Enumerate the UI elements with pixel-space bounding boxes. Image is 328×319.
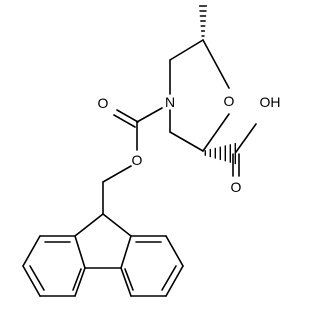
bond-c6-ch2 (169, 39, 204, 61)
fluorenyl-group (22, 213, 184, 297)
carbamate-ester-oxygen-label: O (132, 152, 143, 168)
bond-o-c6 (202, 39, 230, 89)
bond-carbonyl-c-o-double-2 (113, 114, 136, 128)
bond-ester-o-ch2 (102, 165, 132, 183)
methyl-hashed-wedge (198, 5, 208, 37)
morpholine-ring (169, 39, 230, 152)
bond-c2-o (202, 113, 230, 152)
acid-carbonyl-oxygen-label: O (231, 179, 242, 195)
acid-hydroxyl-label: OH (260, 94, 281, 110)
bond-c-oh (235, 123, 257, 153)
ring-nitrogen-label: N (165, 94, 175, 110)
carbamate-carbonyl-oxygen-label: O (98, 95, 109, 111)
carboxylic-acid-group (232, 123, 257, 177)
bond-carbonyl-c-o-double-1 (116, 109, 139, 123)
bond-n-carbonyl-c (136, 107, 163, 123)
ring-oxygen-label: O (224, 93, 235, 109)
bond-ch2-c2 (169, 131, 204, 152)
carbamate-group (102, 107, 163, 215)
carboxyl-hashed-wedge (204, 142, 237, 165)
